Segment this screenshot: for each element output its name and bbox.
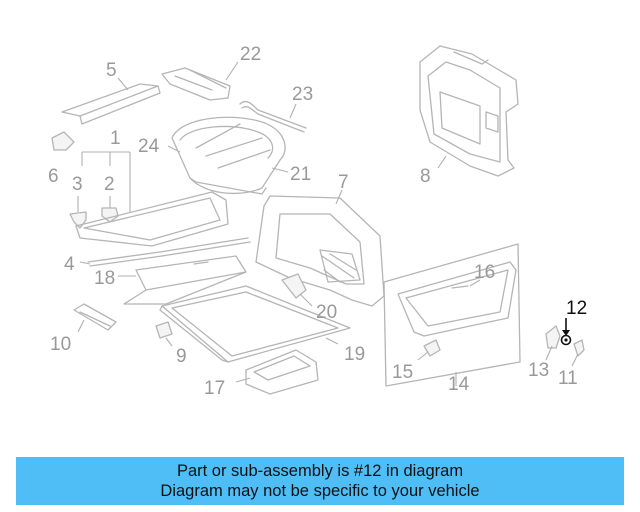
part-10-trim (73, 303, 117, 333)
callout-11: 11 (558, 368, 578, 389)
part-15-clip (417, 339, 441, 361)
part-20-bracket (281, 273, 313, 307)
callout-7: 7 (338, 172, 349, 193)
part-13-clip (545, 325, 561, 361)
part-18-mat (118, 255, 247, 305)
callout-15: 15 (392, 362, 413, 383)
part-21-24-tire-tray (167, 116, 289, 195)
callout-14: 14 (448, 374, 470, 395)
callout-22: 22 (240, 44, 261, 65)
callout-23: 23 (292, 84, 313, 105)
part-1-board (75, 191, 229, 247)
callout-24: 24 (138, 136, 160, 157)
callout-12: 12 (566, 298, 587, 319)
part-12-nut (560, 318, 572, 346)
callout-17: 17 (204, 378, 225, 399)
callout-13: 13 (528, 360, 549, 381)
info-banner: Part or sub-assembly is #12 in diagram D… (16, 457, 624, 505)
callout-18: 18 (94, 268, 115, 289)
parts-diagram: 1 2 3 4 5 6 7 8 9 10 11 12 13 14 15 16 1… (48, 44, 587, 399)
callout-3: 3 (72, 174, 83, 195)
part-6-clip (51, 131, 75, 151)
part-7-side-lining (255, 189, 385, 307)
callout-4: 4 (64, 254, 75, 275)
part-22-jack (161, 61, 239, 101)
part-17-tray (235, 349, 319, 395)
callout-21: 21 (290, 164, 311, 185)
callout-5: 5 (106, 60, 117, 81)
callout-16: 16 (474, 262, 495, 283)
callout-2: 2 (104, 174, 115, 195)
callout-6: 6 (48, 166, 59, 187)
callout-9: 9 (176, 346, 187, 367)
part-5-cover (61, 77, 161, 125)
part-16-sill (397, 261, 517, 337)
part-8-panel (419, 45, 519, 177)
callout-19: 19 (344, 344, 365, 365)
part-14-panel-box (383, 243, 521, 387)
callout-20: 20 (316, 302, 337, 323)
callout-8: 8 (420, 166, 431, 187)
part-11-screw (571, 339, 585, 367)
part-23-rod (239, 100, 307, 133)
banner-line-2: Diagram may not be specific to your vehi… (160, 482, 480, 500)
part-4-strip (79, 237, 251, 267)
callout-1: 1 (110, 128, 121, 149)
banner-line-1: Part or sub-assembly is #12 in diagram (176, 462, 464, 480)
callout-10: 10 (50, 334, 71, 355)
part-19-carpet (159, 285, 351, 363)
part-9-clip (155, 321, 173, 347)
